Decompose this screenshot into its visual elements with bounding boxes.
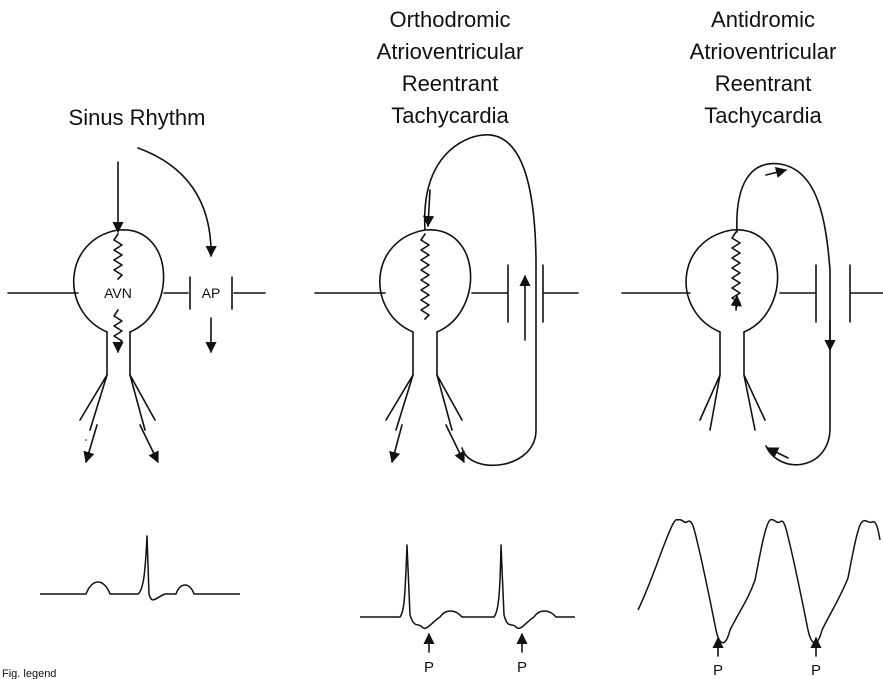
ecg-trace-orthodromic (360, 545, 575, 628)
p-wave-label: P (713, 662, 723, 679)
panel-title-antidromic-line-4: Tachycardia (704, 103, 822, 128)
p-wave-label: P (811, 662, 821, 679)
ecg-trace-sinus (40, 536, 240, 600)
panel-orthodromic-avrt: Orthodromic Atrioventricular Reentrant T… (315, 7, 578, 676)
panel-title-antidromic-line-2: Atrioventricular (690, 39, 837, 64)
ecg-trace-antidromic (638, 520, 880, 643)
panel-title-orthodromic-line-3: Reentrant (402, 71, 499, 96)
panel-antidromic-avrt: Antidromic Atrioventricular Reentrant Ta… (622, 7, 883, 679)
panel-sinus-rhythm: Sinus Rhythm AVN AP (8, 105, 265, 600)
reentry-circuit (392, 135, 536, 466)
heart-schematic (8, 230, 265, 430)
avn-label: AVN (104, 285, 132, 301)
heart-schematic (622, 230, 883, 430)
conduction-arrows (86, 148, 211, 462)
panel-title-orthodromic-line-1: Orthodromic (389, 7, 510, 32)
p-wave-label: P (517, 659, 527, 676)
panel-title-sinus: Sinus Rhythm (69, 105, 206, 130)
panel-title-orthodromic-line-4: Tachycardia (391, 103, 509, 128)
panel-title-orthodromic-line-2: Atrioventricular (377, 39, 524, 64)
ap-label: AP (202, 285, 221, 301)
panel-title-antidromic-line-1: Antidromic (711, 7, 815, 32)
figure-footer: Fig. legend (2, 668, 56, 679)
p-wave-label: P (424, 659, 434, 676)
heart-schematic (315, 230, 578, 430)
panel-title-antidromic-line-3: Reentrant (715, 71, 812, 96)
